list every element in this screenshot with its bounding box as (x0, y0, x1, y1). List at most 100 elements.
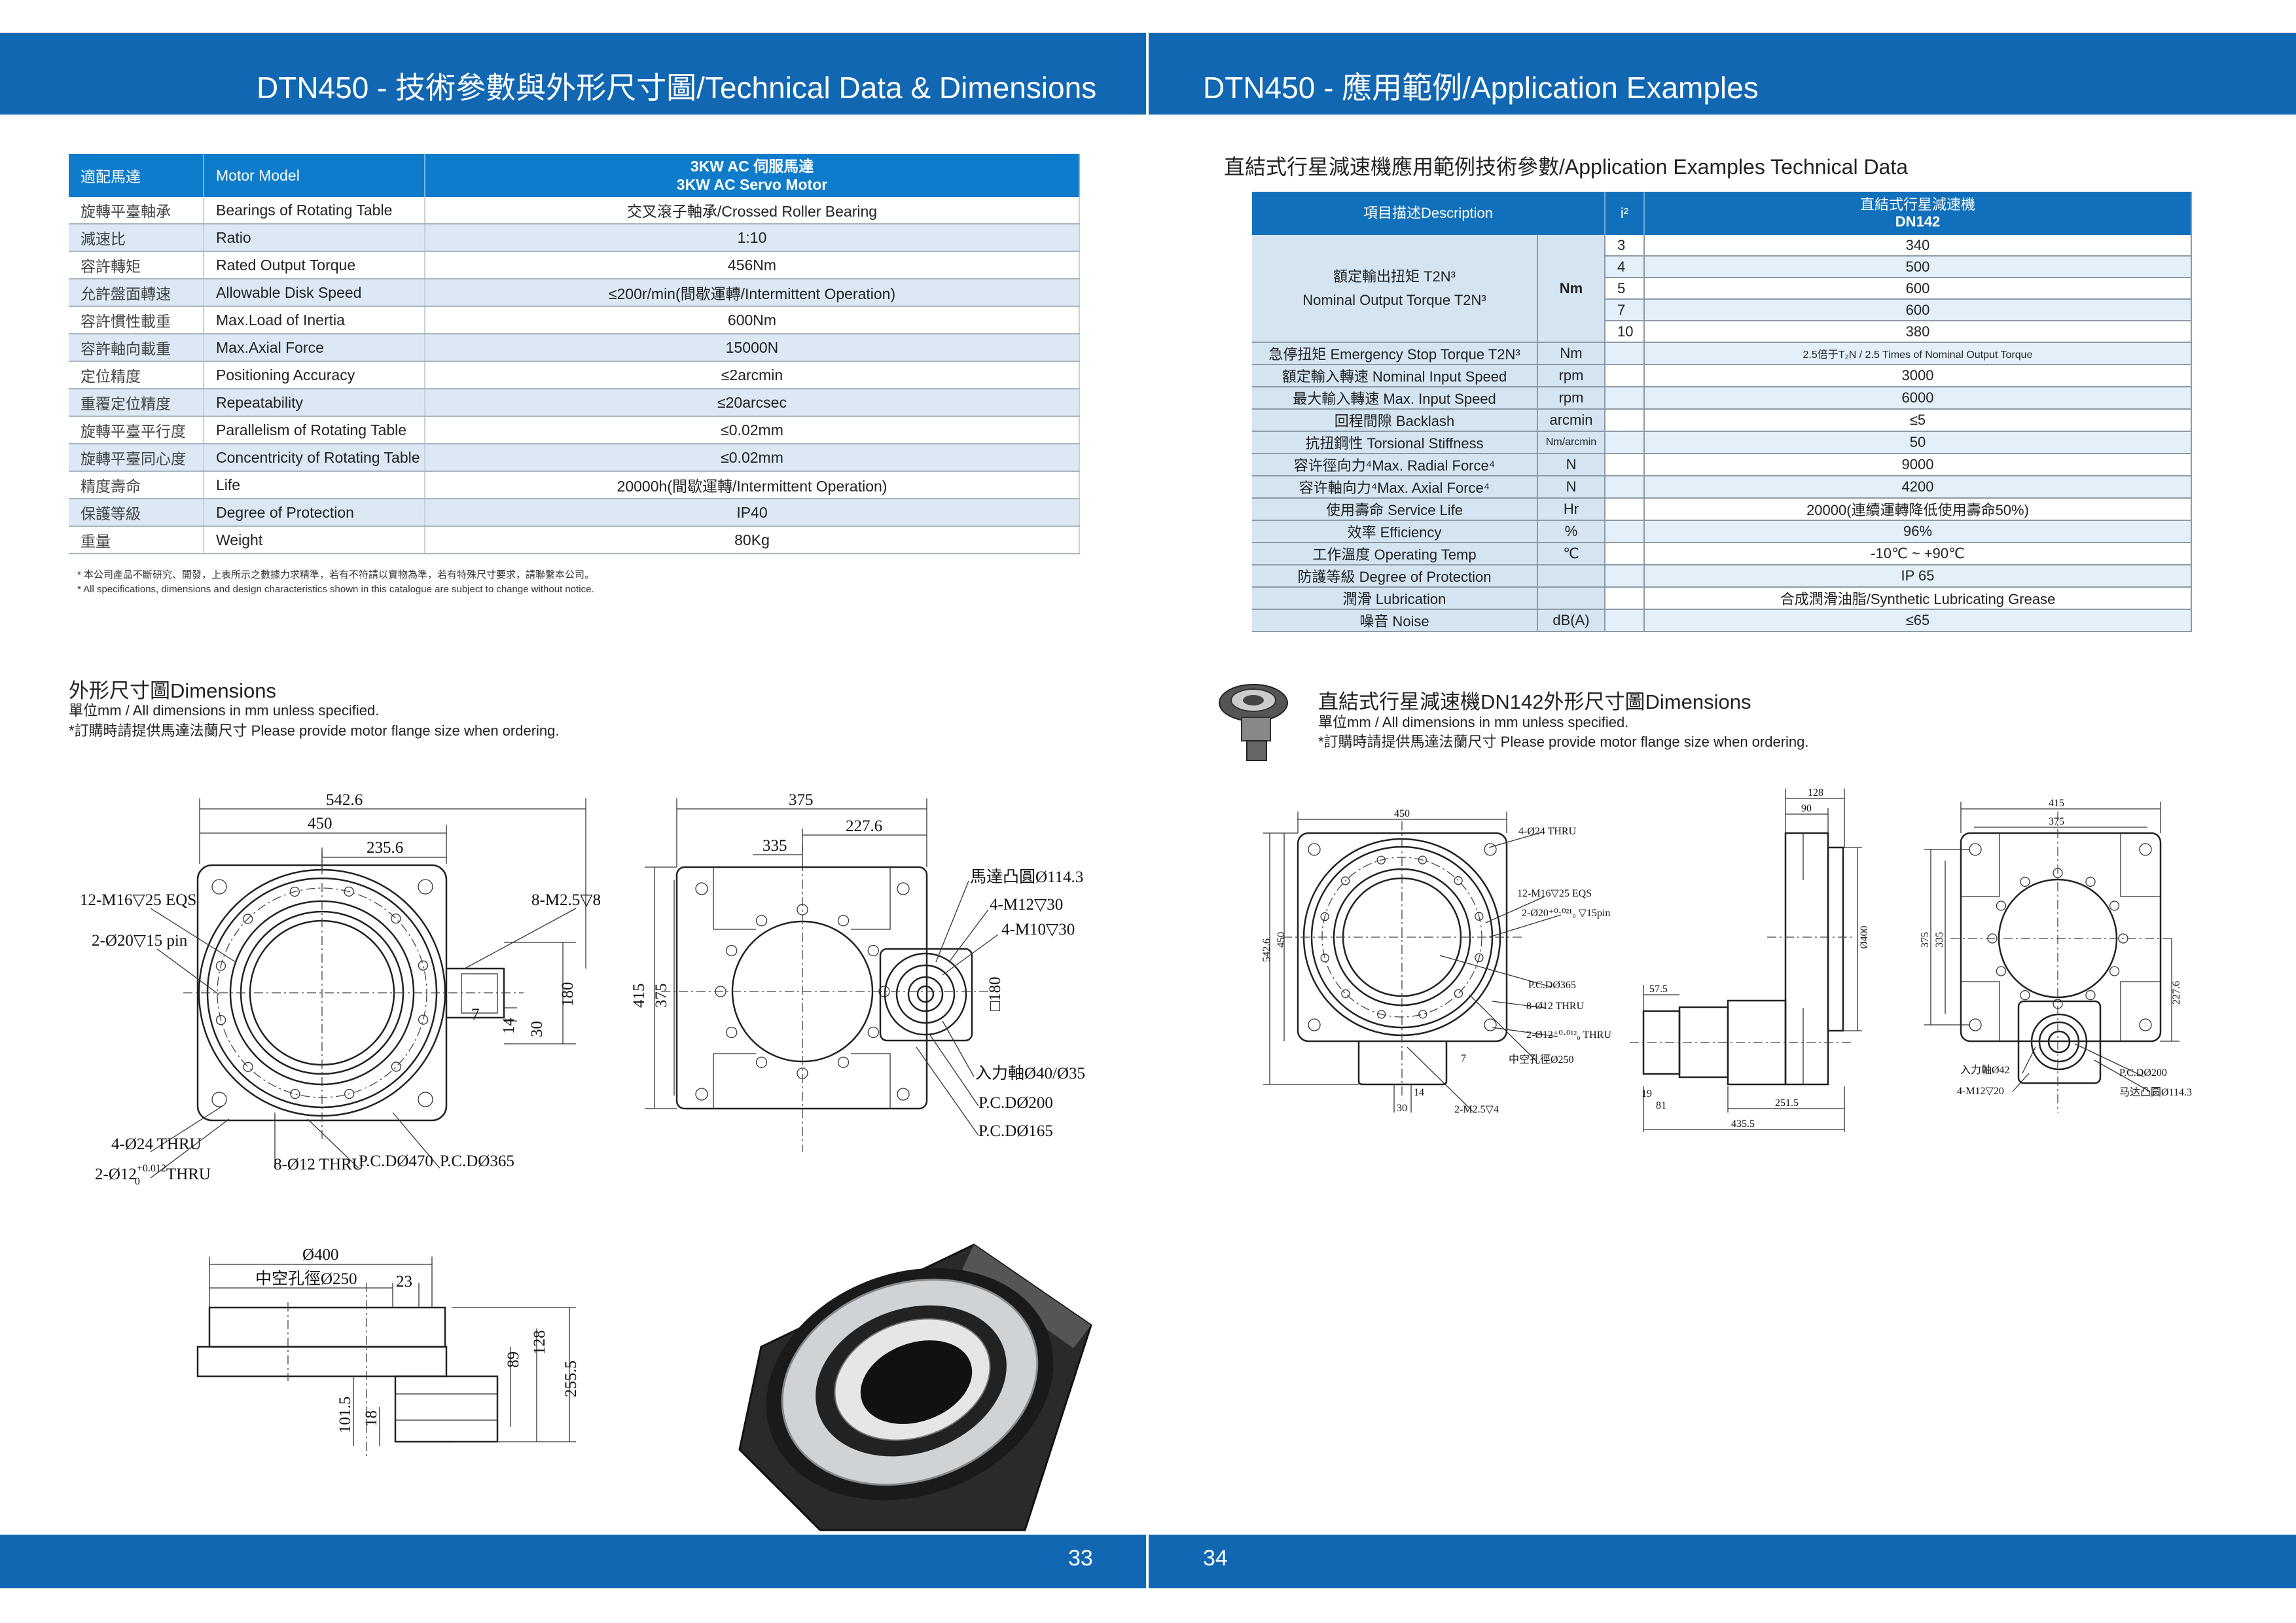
torque-value: 600 (1644, 299, 2192, 321)
row-label-zh: 容許慣性載重 (69, 306, 204, 334)
row-ratio-empty (1605, 565, 1645, 588)
row-label-zh: 精度壽命 (69, 471, 204, 499)
header-motor-value-zh: 3KW AC 伺服馬達 (690, 158, 814, 175)
product-photo (738, 1243, 1092, 1531)
bolt-hole (2020, 876, 2030, 887)
ratio-value: 7 (1605, 299, 1645, 321)
bolt-hole (418, 1014, 429, 1025)
row-value: 1:10 (425, 224, 1080, 252)
bolt-hole (290, 1088, 300, 1099)
bolt-hole (1320, 954, 1329, 963)
row-ratio-empty (1605, 454, 1645, 476)
dim-label: 375 (653, 984, 670, 1008)
bolt-hole (344, 886, 354, 897)
dim-label: 12-M16▽25 EQS (1517, 888, 1592, 899)
bolt-hole (1320, 912, 1329, 921)
row-ratio-empty (1605, 342, 1645, 365)
row-label-en: Parallelism of Rotating Table (204, 416, 425, 444)
row-description: 額定輸入轉速 Nominal Input Speed (1252, 365, 1538, 387)
unit-note-left: 單位mm / All dimensions in mm unless speci… (69, 702, 380, 719)
bolt-hole (1454, 989, 1463, 998)
dimensions-title-left: 外形尺寸圖Dimensions (69, 679, 276, 702)
row-label-en: Concentricity of Rotating Table (204, 444, 425, 472)
row-value: 20000(連續運轉降低使用壽命50%) (1644, 498, 2192, 521)
dim-label: □180 (986, 976, 1004, 1011)
bolt-hole (344, 1088, 355, 1099)
bolt-hole (1376, 1010, 1386, 1019)
torque-value: 600 (1644, 277, 2192, 300)
bolt-hole (391, 914, 401, 924)
row-label-en: Max.Load of Inertia (204, 306, 425, 334)
row-description: 容许徑向力⁴Max. Radial Force⁴ (1252, 454, 1538, 476)
dim-label: 30 (1397, 1103, 1407, 1114)
row-value: ≤0.02mm (425, 416, 1080, 444)
dim-label: Ø400 (302, 1246, 339, 1264)
bolt-hole (215, 961, 226, 971)
row-unit: Nm/arcmin (1537, 431, 1606, 454)
row-unit (1537, 565, 1606, 588)
order-note-right: *訂購時請提供馬達法蘭尺寸 Please provide motor flang… (1318, 734, 1809, 750)
row-unit: Nm (1537, 342, 1606, 365)
bolt-hole (867, 1026, 879, 1039)
header-motor-zh: 適配馬達 (69, 154, 204, 197)
row-label-en: Rated Output Torque (204, 251, 425, 279)
dim-label: 90 (1801, 803, 1812, 814)
row-description: 抗扭鋼性 Torsional Stiffness (1252, 431, 1538, 454)
row-value: 456Nm (425, 251, 1080, 279)
row-unit: N (1537, 454, 1606, 476)
row-label-en: Repeatability (204, 389, 425, 417)
header-model-name: DN142 (1895, 213, 1941, 230)
row-value: 交叉滾子軸承/Crossed Roller Bearing (425, 197, 1080, 224)
bolt-hole (726, 1026, 738, 1039)
dim-label: 12-M16▽25 EQS (80, 891, 196, 909)
dim-label: 2-M2.5▽4 (1454, 1104, 1499, 1115)
row-label-en: Ratio (204, 224, 425, 252)
dim-label: P.C.DØ165 (978, 1122, 1053, 1140)
bolt-hole (1376, 855, 1386, 865)
row-description: 防護等級 Degree of Protection (1252, 565, 1538, 588)
ratio-value: 4 (1605, 256, 1645, 278)
dim-label: 馬達凸圓Ø114.3 (970, 868, 1083, 886)
dn142-top-view-drawing: 450 542.6 450 4-Ø24 THRU 12-M16▽25 EQS 2… (1261, 808, 1611, 1115)
row-label-zh: 旋轉平臺軸承 (69, 197, 204, 224)
dim-label: 180 (559, 982, 577, 1007)
dim-label: P.C.DØ365 (1528, 980, 1576, 991)
dim-label: Ø400 (1859, 925, 1870, 949)
row-description: 工作溫度 Operating Temp (1252, 543, 1538, 565)
row-ratio-empty (1605, 609, 1645, 632)
bolt-hole (867, 944, 879, 957)
row-value: ≤20arcsec (425, 389, 1080, 417)
dn142-front-view-drawing: 415 375 375 335 227.6 入力軸Ø42 4-M12▽20 P.… (1920, 798, 2192, 1113)
torque-description-en: Nominal Output Torque T2N³ (1302, 291, 1486, 308)
side-view-drawing: Ø400 中空孔徑Ø250 23 89 128 255.5 101.5 18 (196, 1246, 580, 1459)
row-value: 9000 (1644, 454, 2192, 476)
bolt-hole (243, 1061, 253, 1072)
header-model-zh: 直結式行星減速機 (1860, 196, 1976, 213)
dim-label: 101.5 (336, 1397, 354, 1433)
dim-label: 128 (1808, 787, 1823, 798)
bolt-hole (1341, 989, 1350, 999)
bolt-hole (2085, 990, 2096, 1001)
right-page-title: DTN450 - 應用範例/Application Examples (1203, 71, 1759, 105)
row-value: 3000 (1644, 365, 2192, 387)
row-unit: Hr (1537, 498, 1606, 521)
dim-label: 89 (505, 1351, 522, 1368)
